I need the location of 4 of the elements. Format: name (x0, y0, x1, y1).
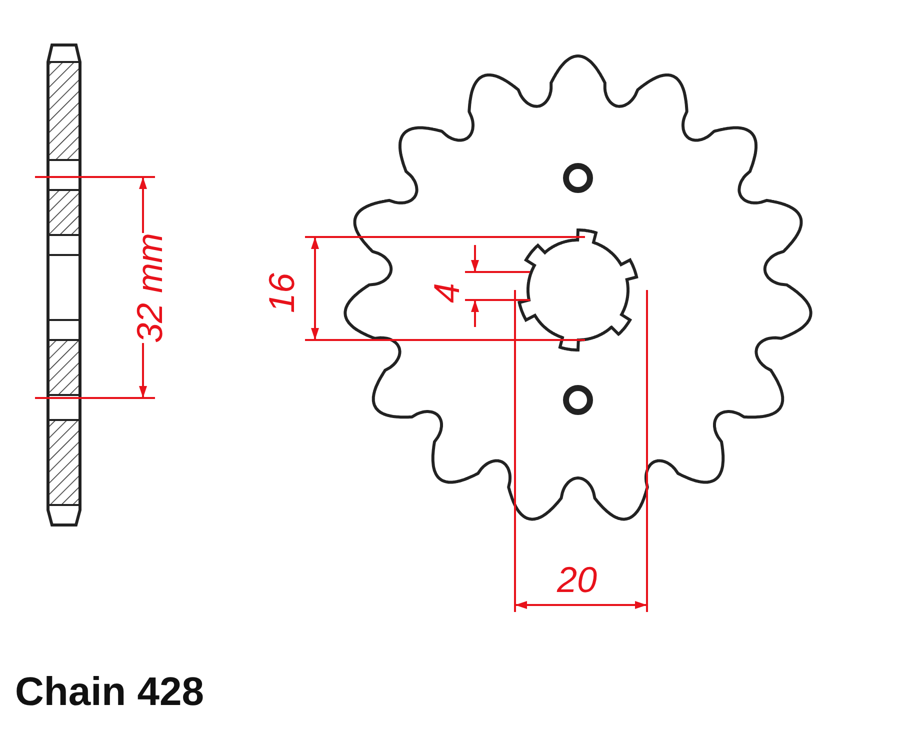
dimension-label: 16 (264, 272, 300, 314)
dimension-label: 20 (557, 562, 598, 598)
caption-text: Chain 428 (15, 672, 204, 712)
dimension-label: 4 (429, 282, 466, 304)
